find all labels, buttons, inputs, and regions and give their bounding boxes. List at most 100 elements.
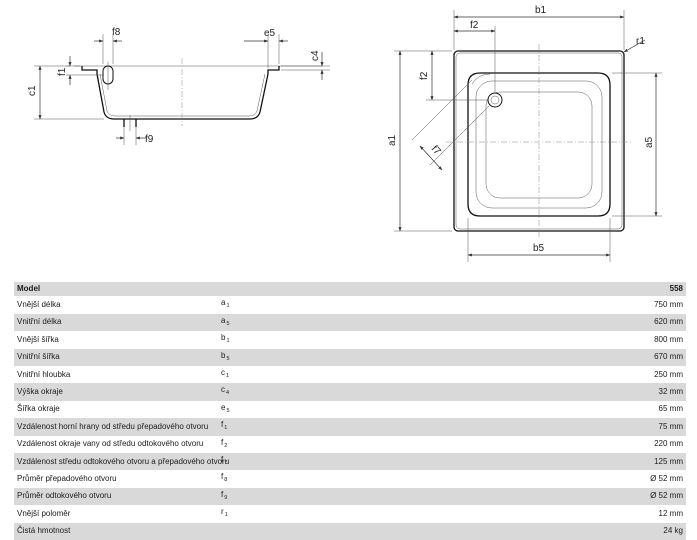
row-symbol: c4 xyxy=(218,383,264,401)
label-f7: f7 xyxy=(429,144,443,158)
row-symbol: c1 xyxy=(218,366,264,384)
row-symbol: f2 xyxy=(218,435,264,454)
row-symbol-subscript: 5 xyxy=(226,407,230,414)
header-model-number: 558 xyxy=(264,282,686,297)
row-symbol-subscript: 5 xyxy=(226,355,230,362)
row-value: 12 mm xyxy=(264,505,686,523)
label-b5: b5 xyxy=(533,243,545,254)
row-symbol: b5 xyxy=(218,348,264,367)
row-symbol-subscript: 1 xyxy=(226,303,230,310)
row-symbol-subscript: 1 xyxy=(226,373,230,380)
label-f2: f2 xyxy=(470,20,479,31)
table-row: Vzdálenost okraje vany od středu odtokov… xyxy=(14,435,686,454)
row-symbol: e5 xyxy=(218,400,264,419)
row-symbol: b1 xyxy=(218,331,264,349)
row-symbol xyxy=(218,522,264,540)
row-name: Vnitřní šířka xyxy=(14,348,218,367)
label-e5: e5 xyxy=(264,28,276,39)
label-c4: c4 xyxy=(310,50,321,61)
row-name: Vnější poloměr xyxy=(14,505,218,523)
row-symbol-subscript: 1 xyxy=(226,338,230,345)
row-name: Průměr odtokového otvoru xyxy=(14,487,218,506)
row-symbol-letter: f xyxy=(221,455,224,465)
label-c1: c1 xyxy=(27,85,38,96)
row-name: Vzdálenost okraje vany od středu odtokov… xyxy=(14,435,218,454)
row-value: 32 mm xyxy=(264,383,686,401)
row-symbol-letter: b xyxy=(221,350,226,360)
row-symbol-letter: b xyxy=(221,333,226,343)
row-value: 220 mm xyxy=(264,435,686,454)
row-value: 250 mm xyxy=(264,366,686,384)
label-f2-vertical: f2 xyxy=(419,71,430,80)
row-name: Vzdálenost středu odtokového otvoru a př… xyxy=(14,453,229,471)
row-value: 670 mm xyxy=(264,348,686,367)
table-row: Vzdálenost horní hrany od středu přepado… xyxy=(14,418,686,436)
row-value: 750 mm xyxy=(264,296,686,314)
row-symbol-letter: e xyxy=(221,402,226,412)
row-value: 800 mm xyxy=(264,331,686,349)
table-row: Vzdálenost středu odtokového otvoru a př… xyxy=(14,453,686,471)
row-symbol: f7 xyxy=(218,453,264,471)
drain-outer xyxy=(487,92,503,108)
technical-drawing: f8 e5 c4 f1 c1 f9 xyxy=(27,5,662,262)
label-a5: a5 xyxy=(644,136,655,148)
drain-inner xyxy=(490,95,500,105)
row-symbol-subscript: 2 xyxy=(224,442,228,449)
row-symbol-subscript: 1 xyxy=(224,512,228,519)
row-symbol-letter: a xyxy=(221,298,226,308)
row-value: Ø 52 mm xyxy=(264,470,686,488)
row-name: Vnitřní hloubka xyxy=(14,366,218,384)
table-row: Čistá hmotnost 24 kg xyxy=(14,522,686,540)
side-section-view: f8 e5 c4 f1 c1 f9 xyxy=(27,27,330,145)
row-name: Výška okraje xyxy=(14,383,218,401)
table-header-row: Model 558 xyxy=(14,282,686,297)
row-name: Vnitřní délka xyxy=(14,313,218,332)
overflow-slot xyxy=(471,73,491,85)
row-symbol-subscript: 4 xyxy=(226,390,230,397)
row-symbol: f9 xyxy=(218,487,264,506)
label-r1: r1 xyxy=(636,36,645,47)
row-symbol-letter: f xyxy=(221,472,224,482)
row-symbol: f1 xyxy=(218,418,264,436)
row-symbol-subscript: 1 xyxy=(224,425,228,432)
row-name: Vzdálenost horní hrany od středu přepado… xyxy=(14,418,218,436)
row-symbol-subscript: 9 xyxy=(224,494,228,501)
row-value: Ø 52 mm xyxy=(264,487,686,506)
row-name: Čistá hmotnost xyxy=(14,522,218,540)
header-model: Model xyxy=(14,282,218,297)
row-symbol: r1 xyxy=(218,505,264,523)
row-name: Průměr přepadového otvoru xyxy=(14,470,218,488)
row-symbol: f8 xyxy=(218,470,264,488)
row-symbol-letter: f xyxy=(221,437,224,447)
row-name: Vnější délka xyxy=(14,296,218,314)
label-b1: b1 xyxy=(535,5,547,16)
row-symbol: a1 xyxy=(218,296,264,314)
row-symbol-subscript: 8 xyxy=(224,477,228,484)
row-name: Šířka okraje xyxy=(14,400,218,419)
label-f9: f9 xyxy=(145,134,154,145)
row-value: 75 mm xyxy=(264,418,686,436)
row-symbol-letter: f xyxy=(221,489,224,499)
row-symbol-letter: r xyxy=(221,507,224,517)
row-symbol-letter: c xyxy=(221,368,225,378)
label-f8: f8 xyxy=(112,27,121,38)
label-f1: f1 xyxy=(57,67,68,76)
row-symbol-letter: a xyxy=(221,315,226,325)
row-value: 24 kg xyxy=(264,522,686,540)
row-value: 620 mm xyxy=(264,313,686,332)
row-symbol: a5 xyxy=(218,313,264,332)
row-symbol-subscript: 5 xyxy=(226,320,230,327)
row-value: 125 mm xyxy=(264,453,686,471)
row-name: Vnější šířka xyxy=(14,331,218,349)
row-symbol-subscript: 7 xyxy=(224,460,228,467)
row-symbol-letter: f xyxy=(221,420,224,430)
